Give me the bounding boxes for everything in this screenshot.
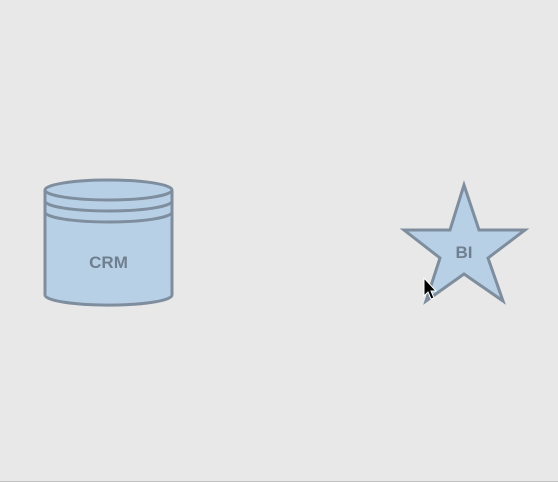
bi-label: BI: [456, 243, 473, 262]
crm-cylinder-ring-2: [43, 211, 174, 224]
bi-star-node[interactable]: BI: [399, 180, 530, 305]
crm-cylinder-ring-1: [43, 200, 174, 213]
crm-database-node[interactable]: CRM: [43, 178, 174, 307]
crm-cylinder-body: [43, 190, 174, 307]
bi-star-shape: [399, 180, 530, 305]
crm-cylinder-top: [43, 178, 174, 202]
crm-label: CRM: [89, 253, 128, 272]
mouse-pointer-icon: [423, 276, 438, 300]
